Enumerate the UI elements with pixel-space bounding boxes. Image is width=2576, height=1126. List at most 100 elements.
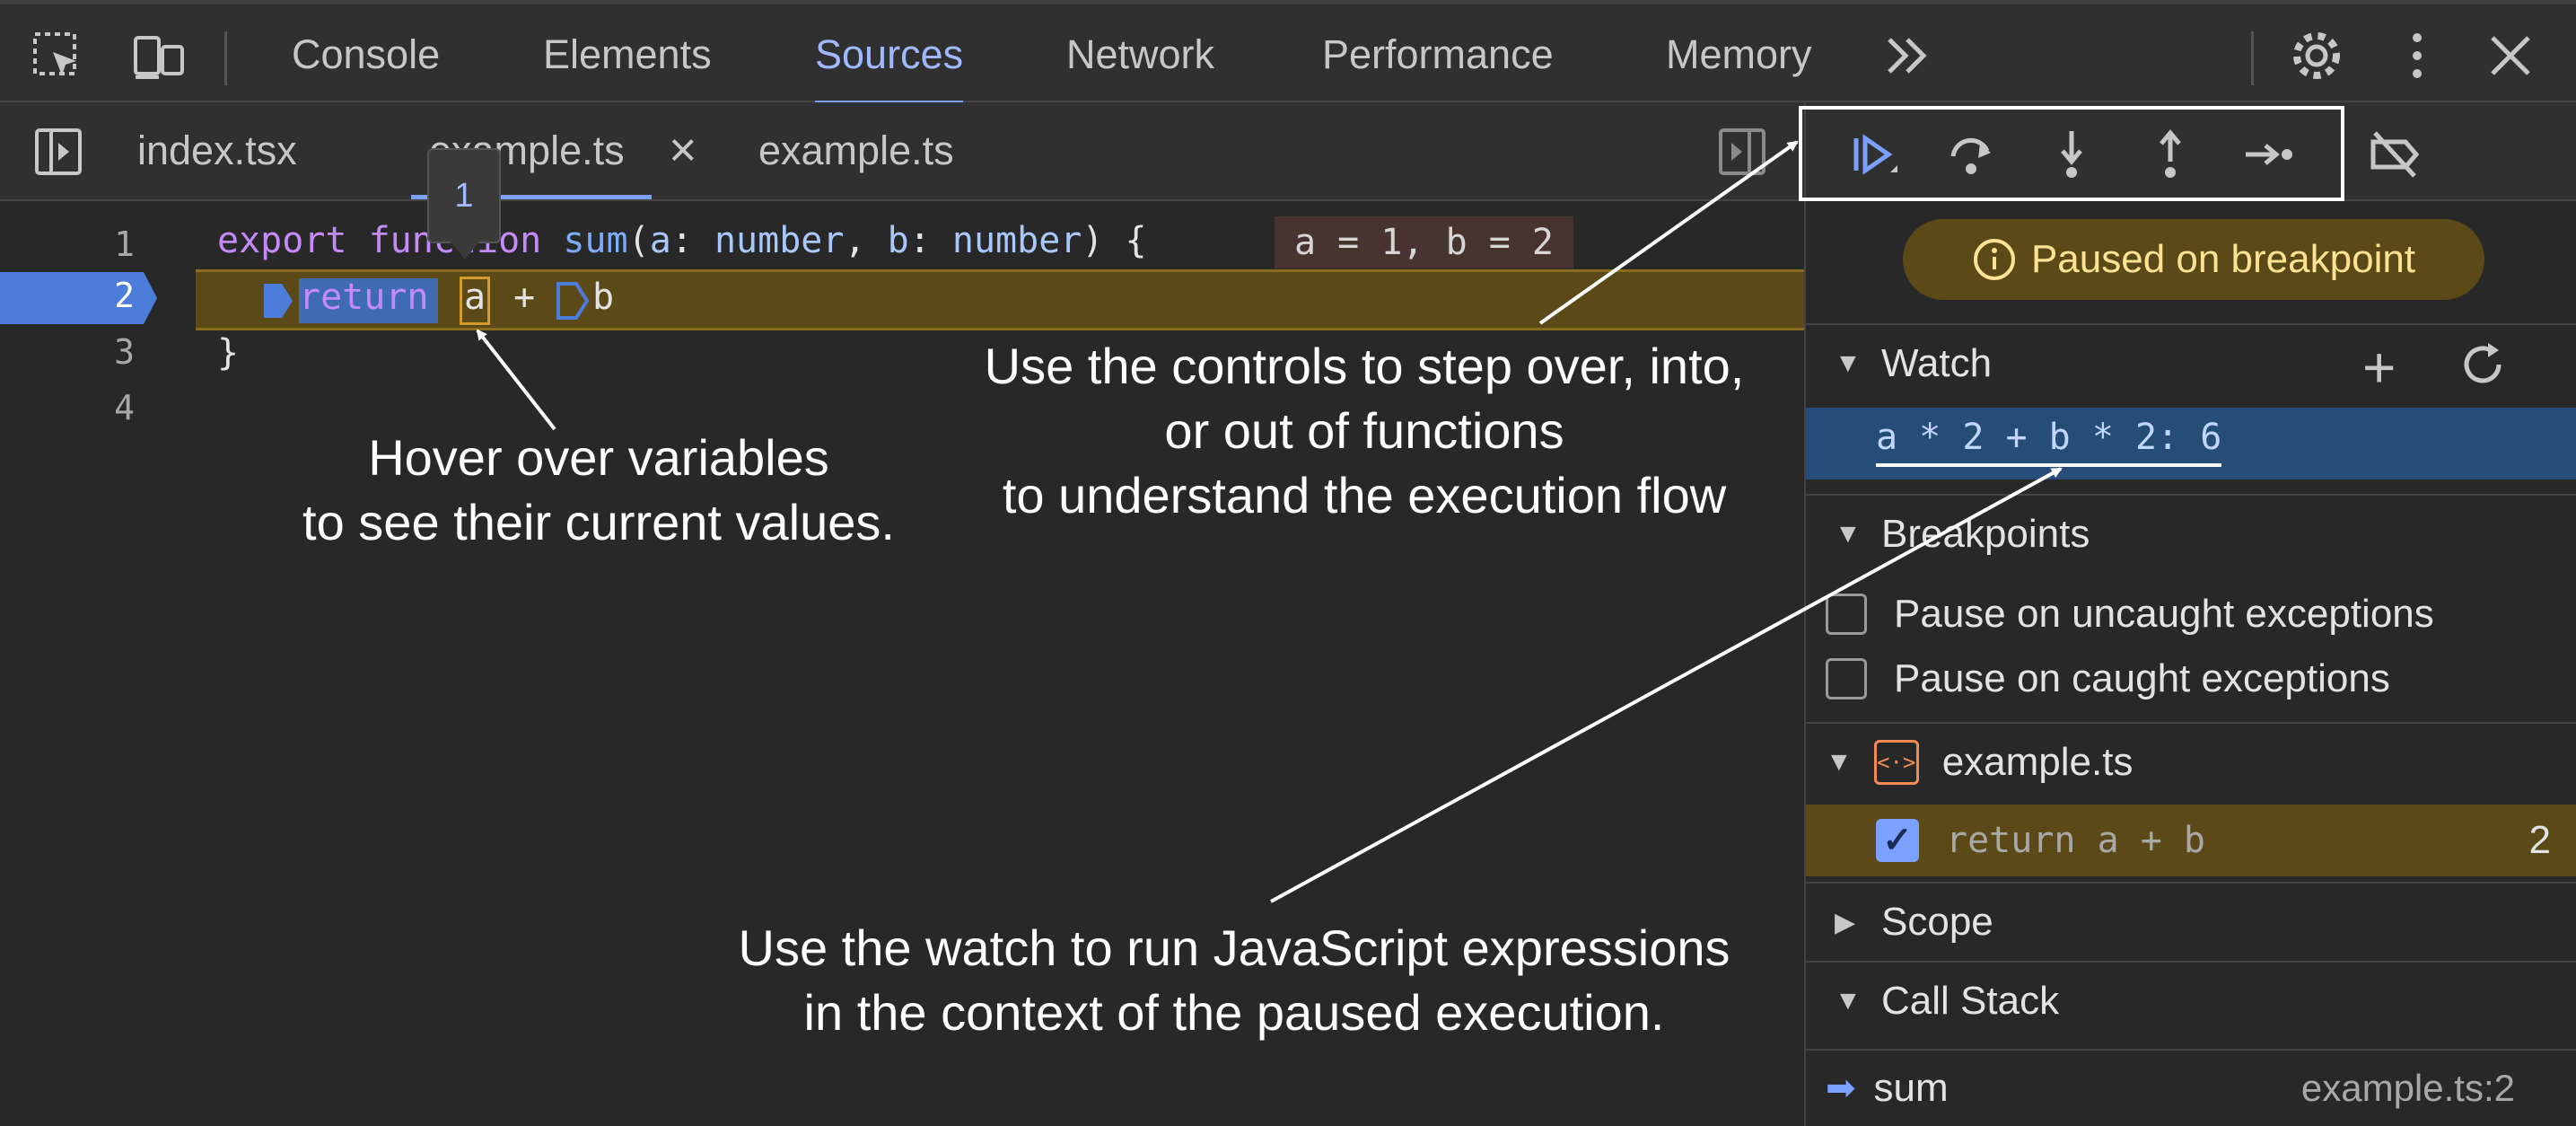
collapsed-triangle-icon: ▶ <box>1835 907 1856 937</box>
kebab-menu-icon[interactable] <box>2386 24 2449 87</box>
checkbox-unchecked[interactable] <box>1826 594 1867 635</box>
tab-sources[interactable]: Sources <box>815 4 964 105</box>
annotation-line: Hover over variables <box>368 429 829 486</box>
call-frame-row[interactable]: ➡ sum example.ts:2 <box>1806 1049 2576 1126</box>
param-a[interactable]: a <box>649 220 671 261</box>
punct: : <box>908 220 952 261</box>
tab-memory[interactable]: Memory <box>1666 31 1812 77</box>
pause-caught-label: Pause on caught exceptions <box>1894 656 2390 700</box>
annotation-line: to understand the execution flow <box>1002 467 1727 523</box>
variable-a[interactable]: a <box>464 277 486 318</box>
pause-uncaught-option[interactable]: Pause on uncaught exceptions <box>1806 582 2576 647</box>
watch-expression[interactable]: a * 2 + b * 2: 6 <box>1876 417 2222 467</box>
step-over-icon[interactable] <box>1939 122 2003 187</box>
annotation-line: Use the watch to run JavaScript expressi… <box>738 919 1730 976</box>
step-into-icon[interactable] <box>2039 122 2104 187</box>
file-tab-index-tsx[interactable]: index.tsx <box>137 128 297 173</box>
code-line-3: } <box>217 332 240 374</box>
breakpoint-file-group[interactable]: ▼ <·> example.ts <box>1806 722 2576 801</box>
keyword: export <box>217 220 347 261</box>
line-number: 3 <box>114 332 135 372</box>
device-toolbar-icon[interactable] <box>127 24 190 87</box>
watch-expression-row[interactable]: a * 2 + b * 2: 6 <box>1806 408 2576 479</box>
code-line-2: return <box>299 277 429 318</box>
paused-label: Paused on breakpoint <box>2030 237 2416 281</box>
refresh-icon[interactable] <box>2456 338 2510 391</box>
toolbar-divider <box>2251 31 2254 85</box>
tab-performance[interactable]: Performance <box>1322 31 1554 77</box>
return-highlight <box>299 278 438 323</box>
operator: + <box>492 277 557 318</box>
punct: , <box>844 220 888 261</box>
frame-location[interactable]: example.ts:2 <box>2300 1067 2515 1109</box>
inspect-element-icon[interactable] <box>25 24 88 87</box>
file-tabs-bar: index.tsx example.ts × example.ts <box>0 102 1804 201</box>
expanded-triangle-icon: ▼ <box>1826 747 1853 777</box>
breakpoints-title: Breakpoints <box>1881 512 2090 556</box>
annotation-line: to see their current values. <box>302 494 895 550</box>
code-file-icon: <·> <box>1873 740 1919 785</box>
watch-section-header[interactable]: ▼ Watch + <box>1806 323 2576 402</box>
breakpoint-line-number: 2 <box>2528 818 2551 862</box>
resume-icon[interactable] <box>1840 122 1905 187</box>
callstack-title: Call Stack <box>1881 979 2060 1023</box>
breakpoint-marker[interactable] <box>0 272 157 324</box>
inline-variable-values: a = 1, b = 2 <box>1275 216 1573 268</box>
deactivate-breakpoints-icon[interactable] <box>2362 122 2427 187</box>
pause-caught-option[interactable]: Pause on caught exceptions <box>1806 647 2576 711</box>
annotation-controls: Use the controls to step over, into, or … <box>951 334 1777 528</box>
annotation-hover: Hover over variables to see their curren… <box>280 426 917 555</box>
annotation-watch: Use the watch to run JavaScript expressi… <box>700 916 1768 1045</box>
function-name: sum <box>563 220 628 261</box>
annotation-line: Use the controls to step over, into, <box>984 338 1745 394</box>
expanded-triangle-icon: ▼ <box>1835 986 1862 1016</box>
annotation-line: in the context of the paused execution. <box>803 984 1665 1041</box>
step-out-icon[interactable] <box>2138 122 2203 187</box>
toolbar-divider <box>224 31 227 85</box>
breakpoint-entry[interactable]: ✓ return a + b 2 <box>1806 805 2576 876</box>
keyword-return: return <box>299 277 429 318</box>
step-icon[interactable] <box>2237 122 2301 187</box>
frame-name: sum <box>1873 1066 1949 1110</box>
gear-icon[interactable] <box>2285 24 2348 87</box>
punct: ) { <box>1082 220 1147 261</box>
param-b[interactable]: b <box>887 220 909 261</box>
debugger-sidebar: Paused on breakpoint ▼ Watch + a * 2 + b… <box>1799 102 2576 1126</box>
toggle-debugger-icon[interactable] <box>1711 120 1774 183</box>
callstack-section-header[interactable]: ▼ Call Stack <box>1806 961 2576 1040</box>
inline-breakpoint-icon[interactable] <box>556 282 589 320</box>
close-icon[interactable] <box>2479 24 2542 87</box>
inline-breakpoint-icon[interactable] <box>262 282 294 320</box>
file-tab-example-ts[interactable]: example.ts <box>758 128 954 173</box>
type: number <box>951 220 1082 261</box>
punct: ( <box>627 220 650 261</box>
type: number <box>714 220 845 261</box>
current-execution-line <box>196 269 1804 330</box>
breakpoints-section-header[interactable]: ▼ Breakpoints <box>1806 494 2576 573</box>
info-icon <box>1973 239 2015 280</box>
current-frame-arrow-icon: ➡ <box>1826 1069 1856 1108</box>
code-line-1: export function sum(a: number, b: number… <box>217 220 1147 261</box>
tab-elements[interactable]: Elements <box>543 31 712 77</box>
scope-title: Scope <box>1881 900 1993 944</box>
variable-b[interactable]: b <box>592 277 615 318</box>
controls-highlight-frame <box>1799 106 2344 201</box>
line-number: 4 <box>114 388 135 427</box>
checkbox-unchecked[interactable] <box>1826 658 1867 699</box>
more-tabs-icon[interactable] <box>1878 24 1941 87</box>
breakpoint-code: return a + b <box>1946 820 2205 861</box>
expanded-triangle-icon: ▼ <box>1835 348 1862 378</box>
annotation-line: or out of functions <box>1164 402 1564 459</box>
expanded-triangle-icon: ▼ <box>1835 519 1862 549</box>
tab-console[interactable]: Console <box>292 31 441 77</box>
line-number: 1 <box>114 224 135 264</box>
tab-network[interactable]: Network <box>1066 31 1215 77</box>
scope-section-header[interactable]: ▶ Scope <box>1806 882 2576 961</box>
breakpoint-file-name: example.ts <box>1941 740 2134 784</box>
paused-status-badge: Paused on breakpoint <box>1903 219 2484 300</box>
close-tab-icon[interactable]: × <box>669 123 697 177</box>
checkbox-checked[interactable]: ✓ <box>1876 819 1919 862</box>
toggle-navigator-icon[interactable] <box>27 120 90 183</box>
hovered-variable-box <box>460 277 490 325</box>
add-watch-icon[interactable]: + <box>2362 335 2396 400</box>
